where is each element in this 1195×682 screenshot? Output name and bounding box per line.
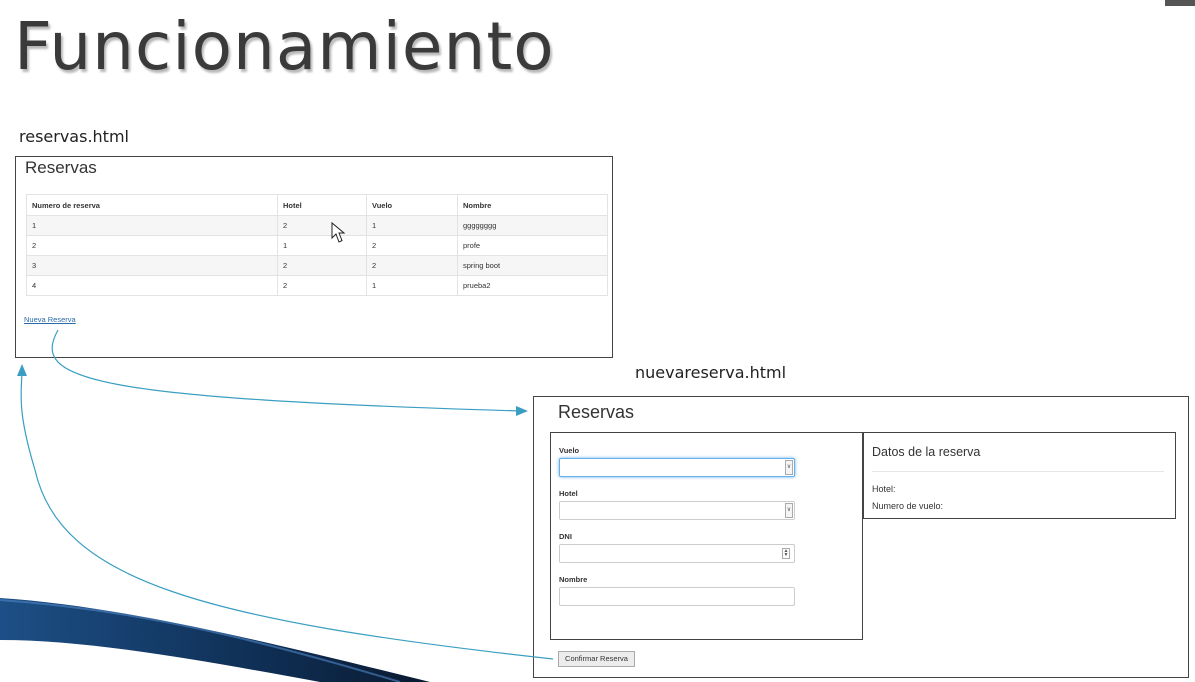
cell-nombre: prueba2 [457,275,608,296]
nueva-heading: Reservas [558,402,635,422]
reservas-screenshot: Reservas Numero de reserva Hotel Vuelo N… [15,156,613,358]
hotel-select[interactable]: ∨ [559,501,795,520]
mouse-pointer-icon [331,221,346,243]
dni-field[interactable]: ▲▼ [559,544,795,563]
nombre-field[interactable] [559,587,795,606]
table-row: 1 2 1 gggggggg [26,215,608,236]
arrow-nueva-to-form [51,329,521,412]
confirmar-reserva-button[interactable]: Confirmar Reserva [558,651,635,667]
spinner-arrows-icon[interactable]: ▲▼ [782,548,790,559]
arrow-head-icon [17,364,27,376]
table-row: 3 2 2 spring boot [26,255,608,276]
table-header-row: Numero de reserva Hotel Vuelo Nombre [26,194,608,216]
datos-title: Datos de la reserva [872,445,981,459]
table-row: 4 2 1 prueba2 [26,275,608,296]
form-panel: Vuelo ∨ Hotel ∨ DNI ▲▼ Nombre [550,432,863,640]
reservas-table: Numero de reserva Hotel Vuelo Nombre 1 2… [26,194,608,296]
chevron-down-icon: ∨ [785,503,793,518]
dni-label: DNI [559,532,572,541]
vuelo-label: Vuelo [559,446,580,455]
datos-divider [872,471,1164,472]
datos-hotel: Hotel: [872,484,896,494]
hotel-label: Hotel [559,489,578,498]
vuelo-select[interactable]: ∨ [559,458,795,477]
nuevareserva-screenshot: Reservas Vuelo ∨ Hotel ∨ DNI ▲▼ Nombre D… [533,396,1189,678]
reservas-file-label: reservas.html [19,127,129,146]
chevron-down-icon: ∨ [785,460,793,475]
decorative-swoosh-highlight [0,599,401,682]
nuevareserva-file-label: nuevareserva.html [635,363,787,382]
nombre-label: Nombre [559,575,588,584]
arrow-head-icon [516,406,528,416]
decorative-swoosh [0,598,430,682]
reservas-heading: Reservas [25,158,97,177]
arrow-confirm-to-list [20,373,554,660]
datos-panel: Datos de la reserva Hotel: Numero de vue… [863,432,1176,519]
corner-mark [1165,0,1195,6]
nueva-reserva-link[interactable]: Nueva Reserva [24,315,76,324]
datos-vuelo: Numero de vuelo: [872,501,944,511]
slide-title: Funcionamiento [14,8,555,85]
